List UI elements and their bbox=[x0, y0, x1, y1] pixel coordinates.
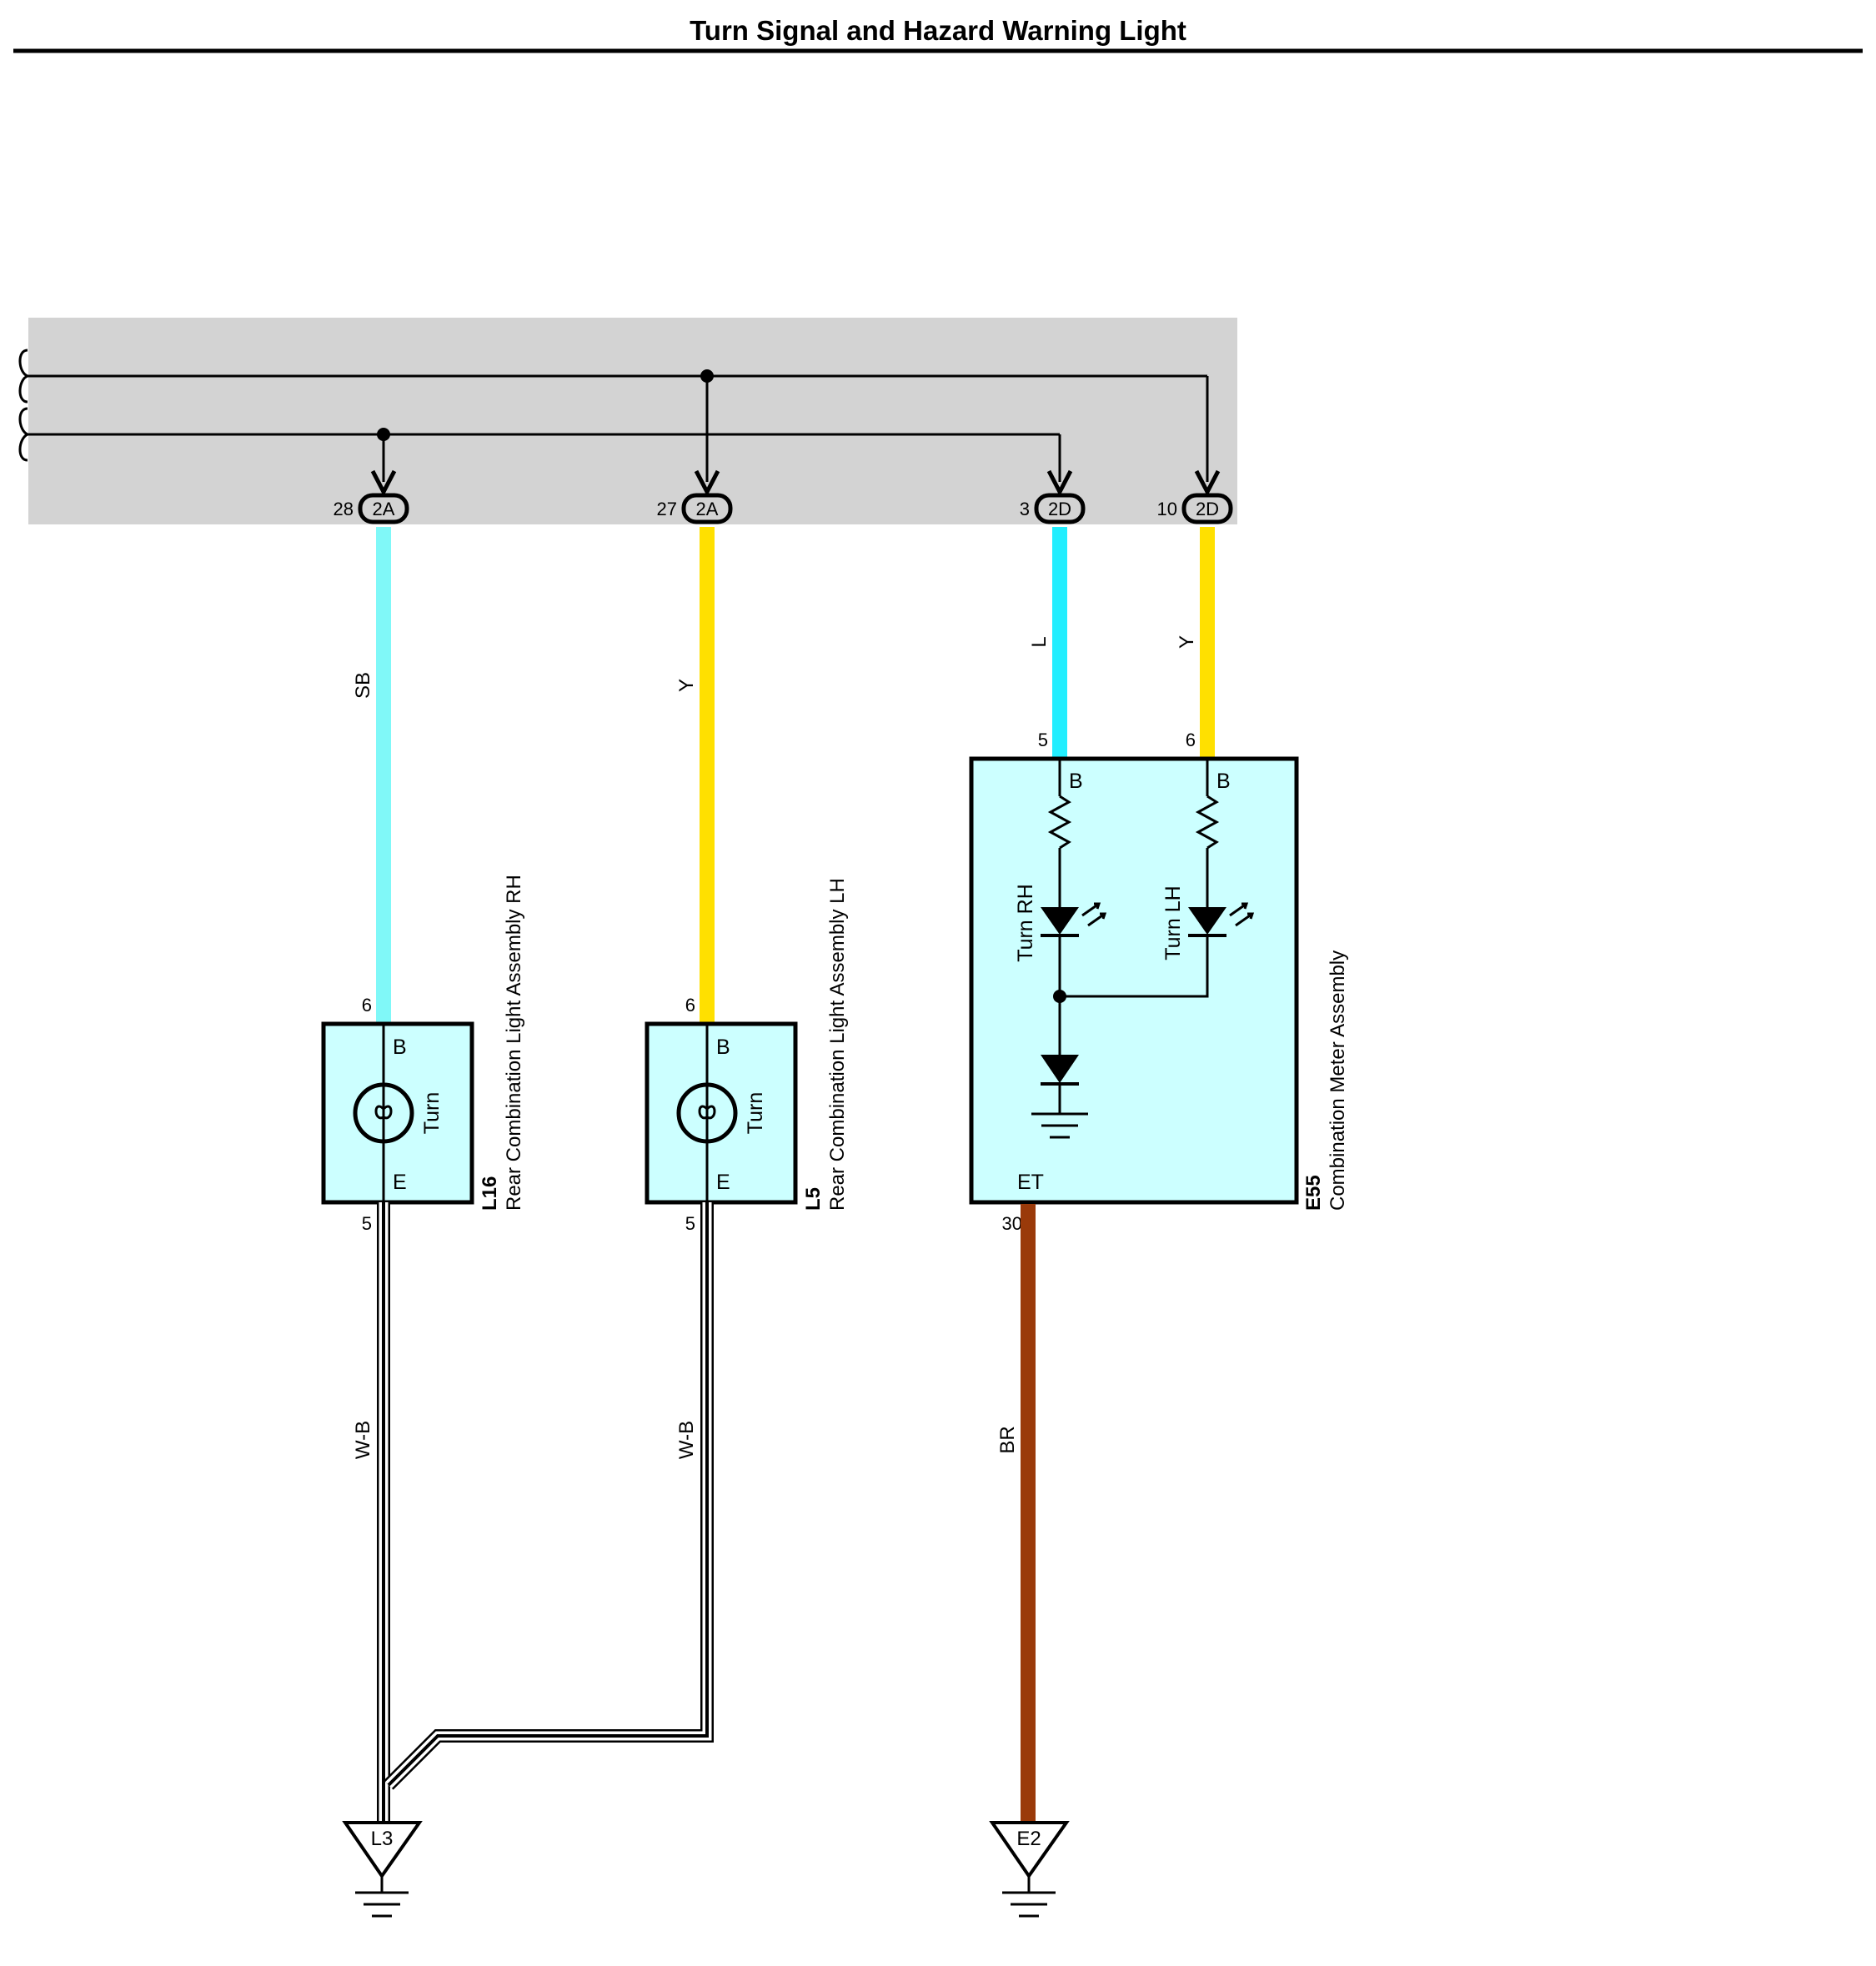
component-box bbox=[969, 756, 1299, 1205]
diagram-title: Turn Signal and Hazard Warning Light bbox=[690, 15, 1186, 46]
ground-code: E2 bbox=[1016, 1828, 1041, 1850]
component-box bbox=[645, 1021, 798, 1205]
terminal-label: B bbox=[716, 1036, 730, 1059]
harness-block bbox=[28, 318, 1237, 524]
pin-number: 6 bbox=[1186, 730, 1196, 750]
connector-code: 2A bbox=[373, 499, 395, 519]
bulb-label: Turn bbox=[420, 1092, 444, 1134]
terminal-label: E bbox=[393, 1171, 407, 1194]
internal-wire bbox=[1060, 935, 1209, 998]
wire-stripe bbox=[387, 1202, 709, 1787]
component-l5: B E Turn 6 5 L5 Rear Combination Light A… bbox=[645, 878, 849, 1234]
wire-label: BR bbox=[996, 1426, 1019, 1453]
filament-icon bbox=[698, 1085, 716, 1141]
led-icon bbox=[1041, 907, 1079, 935]
wire-label: W-B bbox=[352, 1421, 374, 1459]
resistor-icon bbox=[1047, 795, 1072, 850]
wire-label: L bbox=[1028, 636, 1051, 647]
led-icon bbox=[1188, 907, 1226, 935]
connector-tag bbox=[1181, 493, 1233, 524]
led-label: Turn RH bbox=[1014, 884, 1037, 962]
component-code: L16 bbox=[479, 1176, 501, 1211]
connector-code: 2D bbox=[1048, 499, 1071, 519]
wire-label: Y bbox=[675, 679, 698, 692]
connector-arrow-icon bbox=[370, 469, 397, 497]
light-emission-icon bbox=[1081, 902, 1107, 927]
connector-tag bbox=[358, 493, 409, 524]
ground-point-l3: L3 bbox=[342, 1821, 423, 1918]
component-code: L5 bbox=[802, 1187, 825, 1211]
connector-pin: 28 bbox=[334, 499, 354, 519]
led-label: Turn LH bbox=[1161, 885, 1185, 960]
ground-point-icon bbox=[342, 1821, 423, 1879]
wire-label: Y bbox=[1176, 635, 1198, 649]
pin-number: 5 bbox=[362, 1213, 372, 1234]
connector-pin: 27 bbox=[657, 499, 677, 519]
connector-arrow-icon bbox=[694, 469, 720, 497]
connector-tag bbox=[1034, 493, 1086, 524]
harness-break-symbol bbox=[18, 349, 32, 462]
filament-icon bbox=[374, 1085, 393, 1141]
bulb-label: Turn bbox=[744, 1092, 767, 1134]
connector-code: 2A bbox=[696, 499, 719, 519]
wire-label: W-B bbox=[675, 1421, 698, 1459]
pin-number: 30 bbox=[1002, 1213, 1022, 1234]
diode-icon bbox=[1041, 1055, 1079, 1083]
component-box bbox=[321, 1021, 474, 1205]
connector-2a-27: 2A 27 bbox=[657, 469, 733, 524]
wire-fill bbox=[385, 1202, 712, 1788]
wire-outline bbox=[384, 1202, 714, 1790]
resistor-icon bbox=[1195, 795, 1220, 850]
terminal-label: B bbox=[1216, 770, 1231, 793]
component-name: Rear Combination Light Assembly RH bbox=[503, 875, 525, 1211]
terminal-label: ET bbox=[1017, 1171, 1044, 1194]
ground-code: L3 bbox=[371, 1828, 394, 1850]
component-e55: B B ET Turn RH Turn LH 5 6 30 E55 Combin… bbox=[969, 730, 1349, 1234]
connector-2a-28: 2A 28 bbox=[334, 469, 409, 524]
terminal-label: E bbox=[716, 1171, 730, 1194]
component-l16: B E Turn 6 5 L16 Rear Combination Light … bbox=[321, 875, 525, 1234]
pin-number: 6 bbox=[362, 995, 372, 1016]
junction-dot bbox=[1053, 990, 1066, 1003]
terminal-label: B bbox=[393, 1036, 407, 1059]
pin-number: 5 bbox=[1038, 730, 1048, 750]
component-name: Rear Combination Light Assembly LH bbox=[826, 878, 849, 1211]
connector-arrow-icon bbox=[1046, 469, 1073, 497]
component-name: Combination Meter Assembly bbox=[1327, 950, 1349, 1211]
connector-pin: 10 bbox=[1157, 499, 1177, 519]
connector-pin: 3 bbox=[1020, 499, 1030, 519]
component-code: E55 bbox=[1302, 1175, 1325, 1211]
connector-tag bbox=[681, 493, 733, 524]
ground-point-icon bbox=[989, 1821, 1070, 1879]
connector-2d-3: 2D 3 bbox=[1020, 469, 1086, 524]
light-emission-icon bbox=[1229, 902, 1255, 927]
connector-2d-10: 2D 10 bbox=[1157, 469, 1233, 524]
ground-point-e2: E2 bbox=[989, 1821, 1070, 1918]
wire-label: SB bbox=[352, 672, 374, 699]
terminal-label: B bbox=[1069, 770, 1083, 793]
pin-number: 5 bbox=[685, 1213, 695, 1234]
connector-arrow-icon bbox=[1194, 469, 1221, 497]
pin-number: 6 bbox=[685, 995, 695, 1016]
wire-w-b-lh bbox=[384, 1202, 714, 1790]
connector-code: 2D bbox=[1196, 499, 1219, 519]
